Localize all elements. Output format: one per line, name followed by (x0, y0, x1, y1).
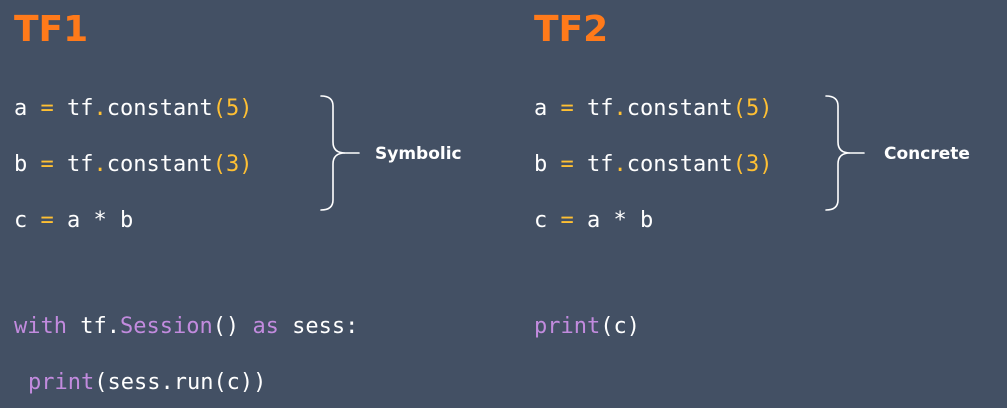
keyword-as: as (252, 314, 279, 339)
paren-open: ( (732, 96, 746, 121)
paren-open: ( (212, 152, 226, 177)
method-name: constant (106, 96, 213, 121)
function-print: print (28, 370, 95, 395)
method-name: constant (106, 152, 213, 177)
paren-open: ( (732, 152, 746, 177)
tf1-code-line-c: c = a * b (14, 206, 133, 236)
tf2-code-line-a: a = tf.constant(5) (534, 94, 772, 124)
paren-close: ) (759, 96, 773, 121)
paren-close: ) (239, 152, 253, 177)
method-name: constant (626, 96, 733, 121)
var-name: c (14, 208, 28, 233)
tf1-code-line-with: with tf.Session() as sess: (14, 312, 358, 342)
module-name: tf (573, 96, 614, 121)
number-literal: 5 (745, 96, 760, 121)
assign-operator: = (40, 208, 54, 233)
number-literal: 3 (225, 152, 240, 177)
paren-close: ) (239, 96, 253, 121)
tf1-code-line-b: b = tf.constant(3) (14, 150, 252, 180)
keyword-with: with (14, 314, 67, 339)
dot-operator: . (93, 96, 107, 121)
number-literal: 5 (225, 96, 240, 121)
var-name: b (14, 152, 28, 177)
alias: sess: (278, 314, 359, 339)
brace-label-concrete: Concrete (884, 144, 970, 164)
tf2-title: TF2 (534, 9, 609, 50)
dot-operator: . (613, 96, 627, 121)
var-name: c (534, 208, 548, 233)
call-parens: () (212, 314, 253, 339)
assign-operator: = (40, 152, 54, 177)
right-curly-brace-icon (319, 94, 363, 212)
brace-label-symbolic: Symbolic (375, 144, 462, 164)
assign-operator: = (40, 96, 54, 121)
tf2-code-line-c: c = a * b (534, 206, 653, 236)
right-curly-brace-icon (824, 94, 868, 212)
number-literal: 3 (745, 152, 760, 177)
var-name: a (14, 96, 28, 121)
dot-operator: . (613, 152, 627, 177)
var-name: b (534, 152, 548, 177)
assign-operator: = (560, 96, 574, 121)
tf2-code-line-print: print(c) (534, 312, 640, 342)
module-name: tf (53, 152, 94, 177)
tf2-code-line-b: b = tf.constant(3) (534, 150, 772, 180)
module-name: tf. (66, 314, 120, 339)
tf1-code-line-print: print(sess.run(c)) (14, 368, 266, 398)
dot-operator: . (93, 152, 107, 177)
assign-operator: = (560, 152, 574, 177)
expression: a * b (53, 208, 134, 233)
tf1-code-line-a: a = tf.constant(5) (14, 94, 252, 124)
class-name: Session (119, 314, 213, 339)
function-print: print (534, 314, 601, 339)
module-name: tf (573, 152, 614, 177)
assign-operator: = (560, 208, 574, 233)
var-name: a (534, 96, 548, 121)
paren-open: ( (212, 96, 226, 121)
expression: a * b (573, 208, 654, 233)
method-name: constant (626, 152, 733, 177)
module-name: tf (53, 96, 94, 121)
paren-close: ) (759, 152, 773, 177)
print-args: (c) (600, 314, 640, 339)
tf2-panel: TF2 a = tf.constant(5) b = tf.constant(3… (534, 0, 1004, 408)
print-args: (sess.run(c)) (94, 370, 267, 395)
tf1-panel: TF1 a = tf.constant(5) b = tf.constant(3… (14, 0, 494, 408)
tf1-title: TF1 (14, 9, 89, 50)
